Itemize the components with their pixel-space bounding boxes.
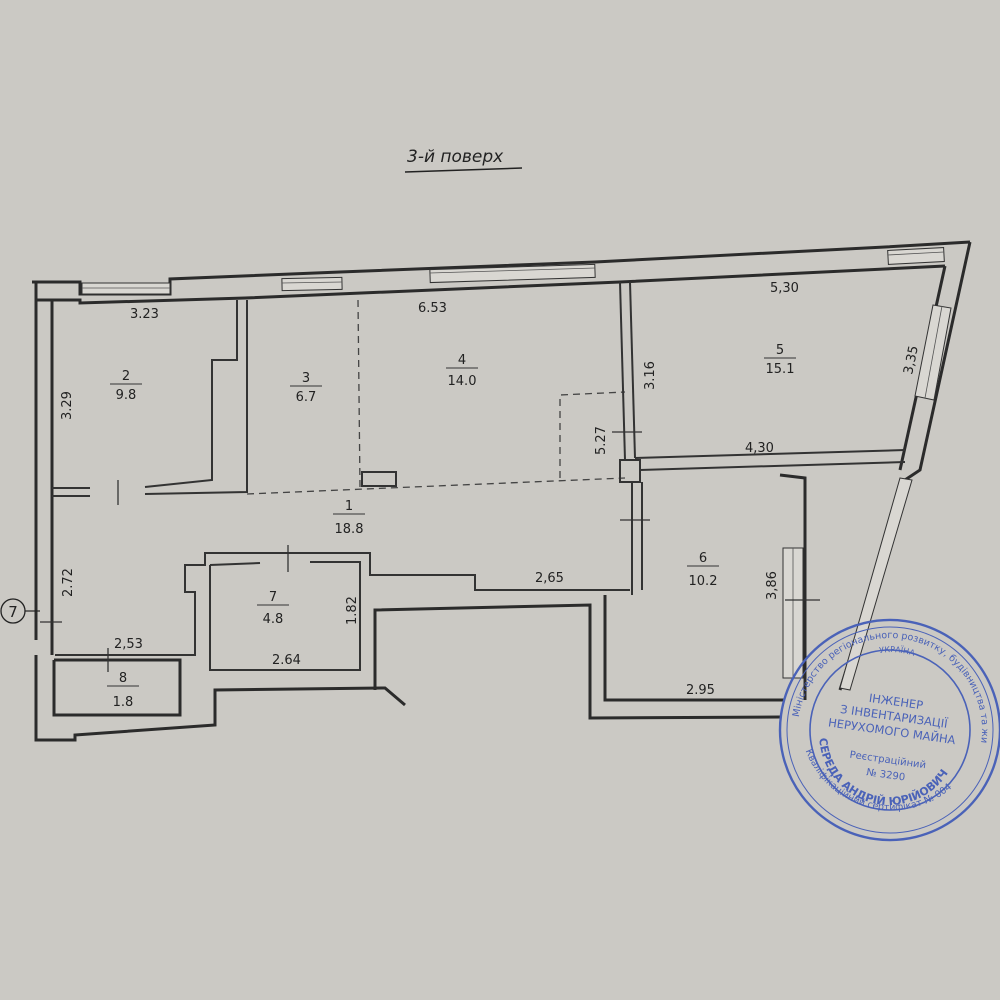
windows xyxy=(81,247,952,691)
room-7-label: 7 4.8 xyxy=(257,590,289,627)
room-2-label: 2 9.8 xyxy=(110,369,142,403)
dim-room7-height: 1.82 xyxy=(345,596,360,625)
door-markers xyxy=(40,431,820,672)
dim-corridor-bottom: 2,65 xyxy=(535,571,564,586)
floor-title: 3-й поверх xyxy=(404,147,523,173)
svg-text:5: 5 xyxy=(776,343,784,358)
svg-text:8: 8 xyxy=(119,671,127,686)
room-1-label: 1 18.8 xyxy=(333,499,365,537)
svg-text:6.7: 6.7 xyxy=(296,390,317,405)
dim-room2-width: 3.23 xyxy=(130,307,159,322)
dim-room4-height: 5.27 xyxy=(594,426,609,455)
room-labels: 2 9.8 3 6.7 4 14.0 5 15.1 1 18.8 6 10.2 xyxy=(107,343,796,710)
window xyxy=(281,276,343,292)
window xyxy=(914,304,952,401)
room-3-label: 3 6.7 xyxy=(290,371,322,405)
dim-room5-left: 3.16 xyxy=(643,361,658,390)
svg-text:1: 1 xyxy=(345,499,353,514)
room-8-label: 8 1.8 xyxy=(107,671,139,710)
room-5-label: 5 15.1 xyxy=(764,343,796,377)
dim-room7-width: 2.64 xyxy=(272,653,301,668)
svg-text:18.8: 18.8 xyxy=(335,522,364,537)
floor-title-text: 3-й поверх xyxy=(407,147,504,167)
axis-marker: 7 xyxy=(0,598,40,624)
dim-room6-height: 3,86 xyxy=(765,571,780,600)
room-4-label: 4 14.0 xyxy=(446,353,478,389)
svg-text:9.8: 9.8 xyxy=(116,388,137,403)
dim-corridor-left: 2.72 xyxy=(61,568,76,597)
stamp-registry-number: № 3290 xyxy=(866,767,906,783)
svg-text:1.8: 1.8 xyxy=(113,695,134,710)
dim-room2-height: 3.29 xyxy=(60,391,75,420)
room-6-label: 6 10.2 xyxy=(687,551,719,589)
dim-room6-width: 2.95 xyxy=(686,683,715,698)
dim-room8-width: 2,53 xyxy=(114,637,143,652)
svg-text:7: 7 xyxy=(269,590,277,605)
svg-text:6: 6 xyxy=(699,551,707,566)
axis-marker-label: 7 xyxy=(8,603,18,621)
dim-room5-width-bottom: 4,30 xyxy=(745,441,774,456)
svg-text:3: 3 xyxy=(302,371,310,386)
svg-text:15.1: 15.1 xyxy=(766,362,795,377)
window xyxy=(81,282,171,295)
window xyxy=(887,247,945,265)
interior-partitions xyxy=(52,281,906,671)
window xyxy=(839,477,913,691)
svg-text:14.0: 14.0 xyxy=(448,374,477,389)
dim-room4-width: 6.53 xyxy=(418,301,447,316)
dim-room5-width-top: 5,30 xyxy=(770,281,799,296)
svg-text:2: 2 xyxy=(122,369,130,384)
dimension-labels: 3.23 3.29 6.53 5.27 5,30 4,30 3.16 3,35 … xyxy=(60,281,922,698)
svg-text:10.2: 10.2 xyxy=(689,574,718,589)
svg-text:4: 4 xyxy=(458,353,466,368)
dim-room5-right: 3,35 xyxy=(901,344,922,375)
svg-text:4.8: 4.8 xyxy=(263,612,284,627)
